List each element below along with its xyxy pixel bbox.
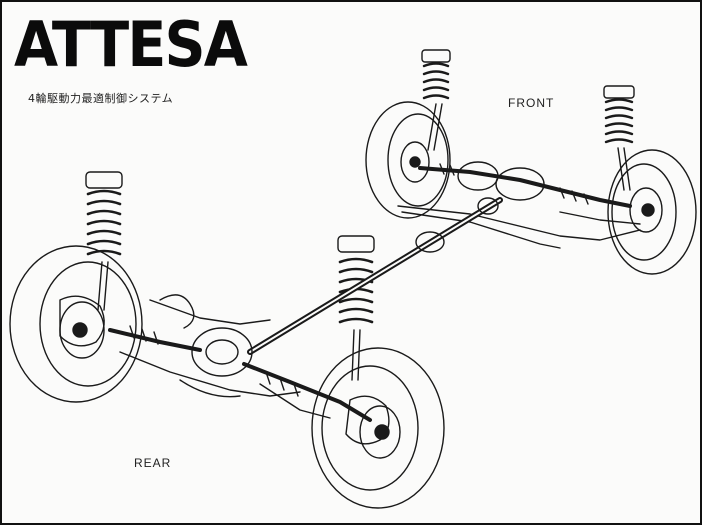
- front-right-strut: [603, 85, 635, 191]
- rear-suspension-member: [119, 294, 331, 419]
- system-subtitle: 4輪駆動力最適制御システム: [28, 92, 174, 105]
- rear-right-wheel: [311, 347, 445, 509]
- front-label: FRONT: [508, 96, 555, 110]
- rear-left-wheel: [9, 245, 143, 403]
- rear-right-strut: [337, 235, 375, 381]
- front-subframe: [397, 205, 641, 249]
- front-right-wheel: [607, 149, 697, 275]
- front-axle: [418, 161, 632, 208]
- front-left-wheel: [365, 101, 451, 219]
- rear-differential: [108, 325, 372, 422]
- propeller-shaft: [247, 197, 503, 355]
- rear-hub-assembly: [59, 295, 390, 445]
- brand-title: ATTESA: [14, 8, 248, 81]
- rear-label: REAR: [134, 456, 172, 470]
- rear-left-strut: [85, 171, 123, 311]
- front-left-strut: [421, 49, 451, 151]
